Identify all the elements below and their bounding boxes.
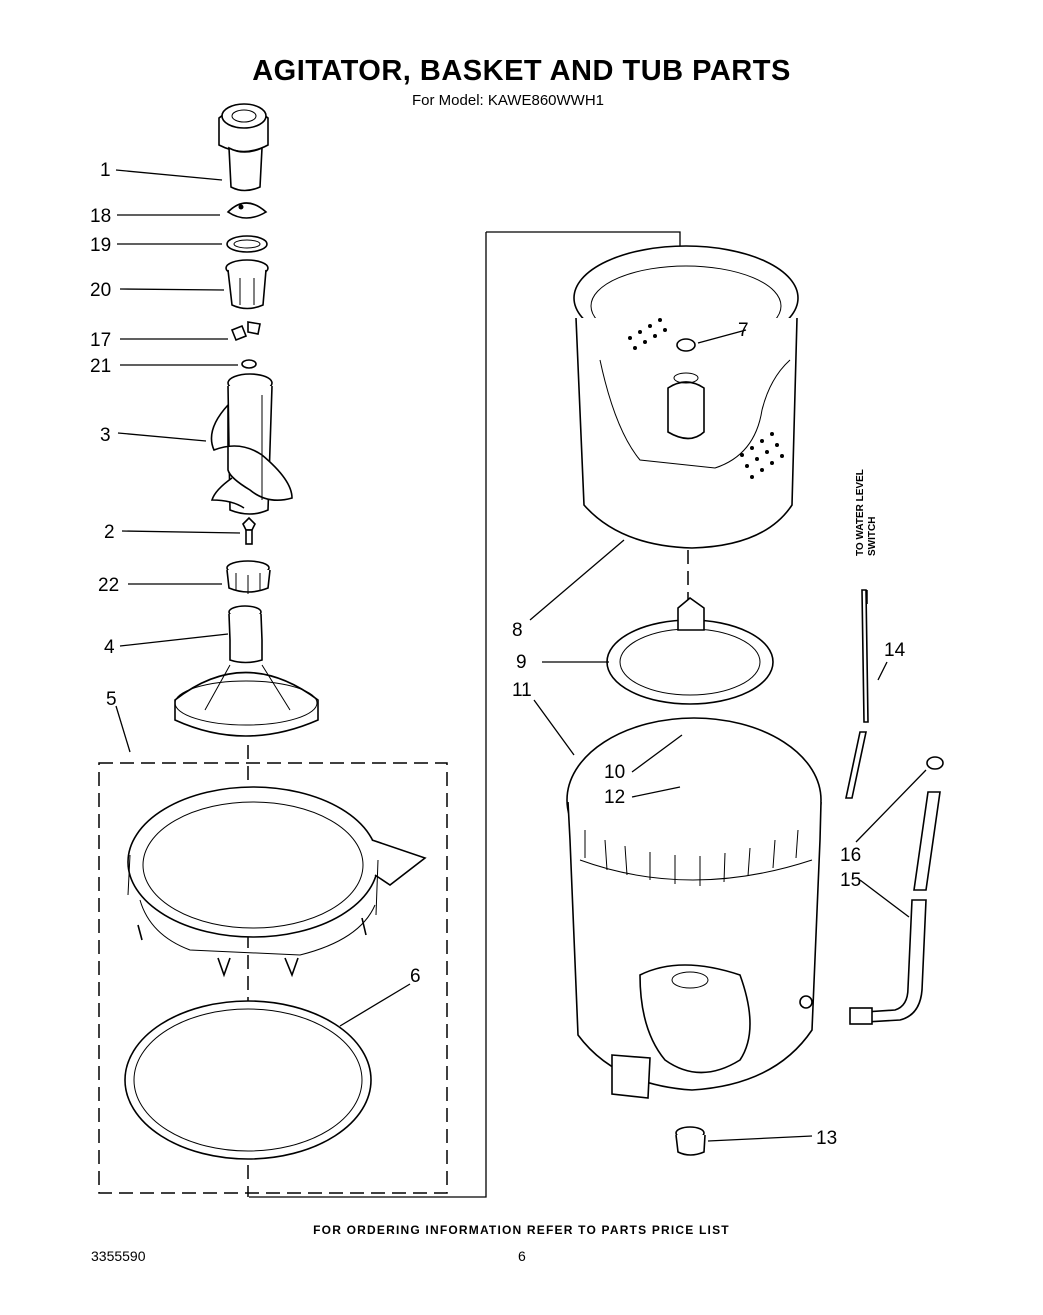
water-level-note-line1: TO WATER LEVEL (855, 469, 866, 556)
part-20-cam-body (225, 259, 269, 310)
part-1-agitator-cap (218, 103, 269, 192)
part-13-drain-plug (675, 1126, 706, 1156)
part-22-drive-bell (226, 560, 271, 594)
water-level-note-line2: SWITCH (867, 517, 878, 556)
part-15-drain-hose (849, 791, 941, 1025)
callout-1: 1 (100, 160, 111, 181)
part-14-pressure-hose (845, 589, 869, 799)
part-16-hose-clamp (926, 756, 944, 770)
callout-10: 10 (604, 762, 625, 783)
callout-2: 2 (104, 522, 115, 543)
part-6-seal-ring (124, 1000, 372, 1160)
callout-13: 13 (816, 1128, 837, 1149)
part-5-dashed-box (98, 762, 448, 1194)
callout-21: 21 (90, 356, 111, 377)
callout-16: 16 (840, 845, 861, 866)
callout-14: 14 (884, 640, 906, 661)
callout-3: 3 (100, 425, 111, 446)
part-2-bolt (242, 516, 256, 545)
part-7-nut (676, 338, 696, 352)
callout-9: 9 (516, 652, 527, 673)
page-number: 6 (518, 1248, 526, 1264)
ordering-note: FOR ORDERING INFORMATION REFER TO PARTS … (313, 1223, 730, 1237)
page-title: AGITATOR, BASKET AND TUB PARTS (252, 55, 791, 87)
part-17-dogs (230, 321, 261, 342)
part-3-agitator-auger (210, 373, 293, 515)
model-subtitle: For Model: KAWE860WWH1 (412, 92, 604, 109)
callout-11: 11 (512, 680, 532, 701)
part-8-basket (573, 245, 799, 549)
basket-perforations (628, 318, 784, 479)
callout-8: 8 (512, 620, 523, 641)
part-21-retainer (241, 359, 257, 369)
callout-12: 12 (604, 787, 625, 808)
callout-6: 6 (410, 966, 421, 987)
part-9-hub-ring (606, 596, 774, 705)
part-4-agitator-base (174, 605, 319, 737)
leader-lines (115, 169, 927, 1142)
callout-7: 7 (738, 320, 749, 341)
part-18-cam (226, 202, 268, 219)
document-number: 3355590 (91, 1248, 146, 1264)
callout-19: 19 (90, 235, 111, 256)
part-19-ring (226, 235, 268, 253)
callout-18: 18 (90, 206, 111, 227)
callout-4: 4 (104, 637, 115, 658)
callout-17: 17 (90, 330, 111, 351)
water-level-note: TO WATER LEVEL SWITCH (855, 469, 878, 556)
part-11-outer-tub (566, 717, 822, 1099)
callout-15: 15 (840, 870, 861, 891)
callout-20: 20 (90, 280, 111, 301)
part-5-tub-ring (127, 786, 427, 978)
callout-5: 5 (106, 689, 117, 710)
callout-22: 22 (98, 575, 119, 596)
